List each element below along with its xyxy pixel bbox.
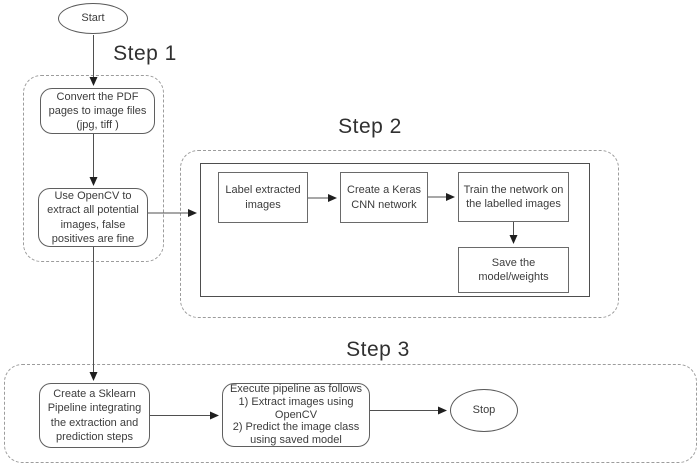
start-node: Start bbox=[58, 3, 128, 34]
create-pipeline-node: Create a Sklearn Pipeline integrating th… bbox=[39, 383, 150, 448]
step3-label: Step 3 bbox=[346, 338, 410, 361]
label-images-node: Label extracted images bbox=[218, 172, 308, 223]
step2-label: Step 2 bbox=[338, 115, 402, 138]
step2-group bbox=[180, 150, 619, 318]
train-network-node: Train the network on the labelled images bbox=[458, 172, 569, 222]
save-model-node: Save the model/weights bbox=[458, 247, 569, 293]
create-keras-node: Create a Keras CNN network bbox=[340, 172, 428, 223]
convert-pdf-node: Convert the PDF pages to image files (jp… bbox=[40, 88, 155, 134]
step3-group bbox=[4, 364, 697, 463]
execute-pipeline-node: Execute pipeline as follows 1) Extract i… bbox=[222, 383, 370, 447]
stop-node: Stop bbox=[450, 389, 518, 432]
use-opencv-node: Use OpenCV to extract all potential imag… bbox=[38, 188, 148, 247]
step2-frame bbox=[200, 163, 590, 297]
step1-label: Step 1 bbox=[113, 42, 177, 65]
